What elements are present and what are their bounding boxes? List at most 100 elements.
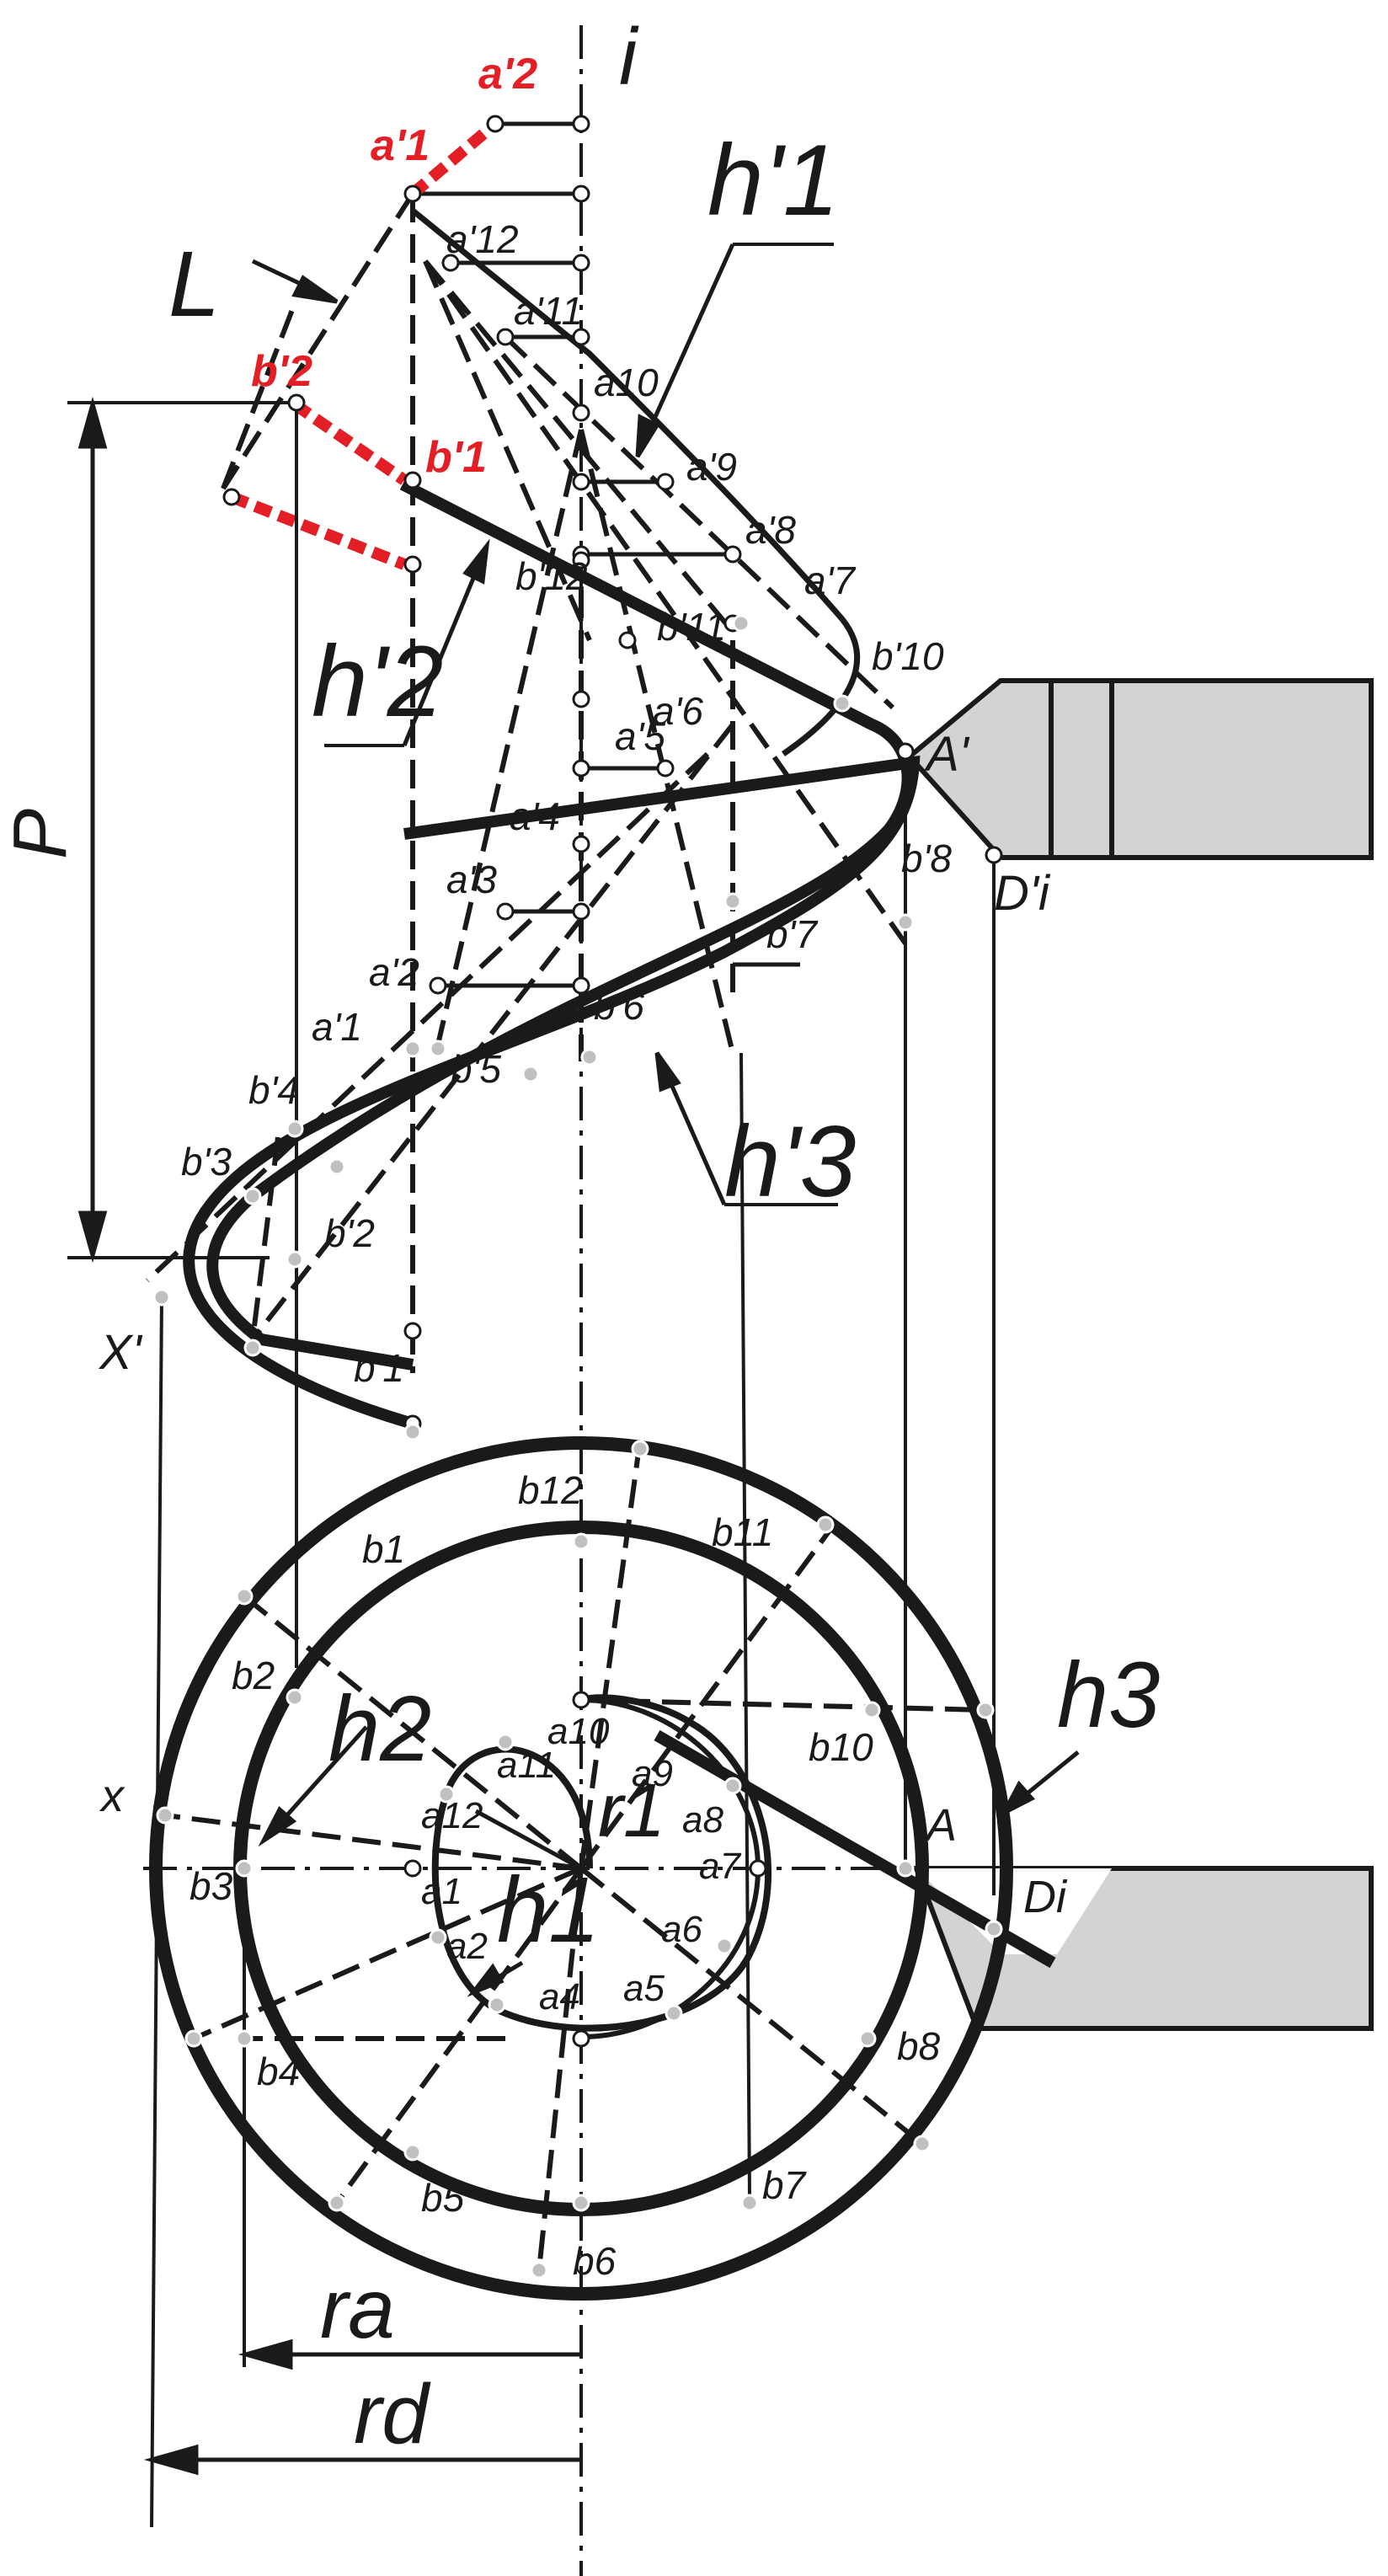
construction-point <box>496 328 515 346</box>
construction-point <box>328 2194 346 2212</box>
dimension-label-ra: ra <box>320 2262 395 2356</box>
construction-point <box>328 1157 346 1176</box>
label-b11: b11 <box>712 1510 773 1554</box>
construction-point <box>286 1688 304 1707</box>
label-a10: a10 <box>594 361 659 404</box>
cutting-tool-front <box>905 678 1374 860</box>
construction-point <box>572 976 590 995</box>
construction-point <box>403 1423 422 1441</box>
leader-lines <box>324 243 838 1206</box>
construction-point <box>572 1532 590 1551</box>
construction-point <box>235 2029 254 2048</box>
construction-point <box>749 1859 767 1878</box>
label-a9-prime: a'9 <box>686 445 737 489</box>
label-b2-prime: b'2 <box>324 1211 375 1255</box>
label-b11-prime: b'11 <box>657 605 726 649</box>
construction-point <box>631 1440 649 1458</box>
label-a12-prime: a'12 <box>446 217 519 261</box>
construction-point <box>429 1039 447 1058</box>
construction-point <box>976 1701 995 1719</box>
point-label-Di-prime: D'i <box>994 866 1051 921</box>
labels-layer: i L P h'1 h'2 h'3 A' D'i X' a'1 a'2 b'2 … <box>0 12 1160 2461</box>
point-label-Di: Di <box>1023 1872 1068 1922</box>
label-a5-prime: a'5 <box>615 714 665 758</box>
dimension-label-rd: rd <box>354 2367 431 2461</box>
construction-point <box>572 2029 590 2048</box>
label-a8: a8 <box>682 1799 723 1841</box>
point-label-x: x <box>99 1771 125 1821</box>
label-b12: b12 <box>518 1468 583 1512</box>
construction-point <box>985 1920 1003 1938</box>
radius-label-r1: r1 <box>598 1769 665 1853</box>
front-view-construction <box>145 192 908 1373</box>
label-a1-prime: a'1 <box>312 1005 362 1049</box>
construction-point <box>833 694 851 713</box>
label-a11-prime: a'11 <box>514 289 583 333</box>
label-a11: a11 <box>497 1745 556 1786</box>
construction-point <box>496 1733 515 1751</box>
construction-point <box>816 1515 835 1534</box>
construction-point <box>896 1859 915 1878</box>
construction-point <box>985 846 1003 864</box>
construction-point <box>580 1048 599 1066</box>
construction-point <box>496 902 515 921</box>
front-view-ticks <box>417 121 733 988</box>
top-view-construction <box>164 1440 986 2271</box>
construction-point <box>235 1859 254 1878</box>
label-b7: b7 <box>762 2163 807 2207</box>
construction-point <box>403 1322 422 1340</box>
construction-point <box>429 976 447 995</box>
label-b6: b6 <box>573 2239 617 2283</box>
label-a4: a4 <box>539 1976 580 2018</box>
construction-point <box>243 1339 262 1357</box>
construction-point <box>441 254 460 272</box>
construction-point <box>656 473 675 491</box>
construction-point <box>437 1785 456 1804</box>
label-a5: a5 <box>623 1968 665 2009</box>
label-a2: a2 <box>446 1926 488 1967</box>
curve-label-h3-prime: h'3 <box>724 1105 856 1218</box>
point-label-A-prime: A' <box>924 727 970 782</box>
points-layer <box>152 115 1003 2279</box>
label-b2: b2 <box>232 1654 275 1697</box>
red-label-a2: a'2 <box>478 50 537 99</box>
construction-point <box>740 2194 759 2212</box>
radius-dimensions <box>143 2338 581 2476</box>
construction-point <box>286 1250 304 1269</box>
label-a8-prime: a'8 <box>745 508 796 552</box>
curve-label-h3: h3 <box>1057 1643 1160 1747</box>
curve-label-h2: h2 <box>328 1677 431 1781</box>
construction-point <box>403 1859 422 1878</box>
label-a4-prime: a'4 <box>510 794 560 838</box>
construction-point <box>572 759 590 778</box>
curve-label-h1-prime: h'1 <box>707 124 839 237</box>
construction-point <box>235 1587 254 1606</box>
label-b1: b1 <box>362 1527 405 1571</box>
label-a7-prime: a'7 <box>804 558 856 602</box>
construction-point <box>488 1996 506 2014</box>
construction-point <box>572 184 590 203</box>
red-label-a1: a'1 <box>371 121 430 170</box>
construction-point <box>732 614 750 633</box>
red-label-b1: b'1 <box>425 433 487 482</box>
label-a12: a12 <box>421 1795 483 1836</box>
construction-point <box>723 1777 742 1795</box>
construction-point <box>572 835 590 853</box>
inner-spiral-h1 <box>431 1694 772 2032</box>
curve-label-h2-prime: h'2 <box>312 625 443 738</box>
label-a6-prime: a'6 <box>653 689 703 733</box>
pitch-label-P: P <box>0 809 83 859</box>
point-label-A: A <box>924 1800 957 1851</box>
construction-point <box>403 1039 422 1058</box>
construction-point <box>287 393 306 412</box>
construction-point <box>656 759 675 778</box>
label-b7-prime: b'7 <box>766 912 818 956</box>
label-b3: b3 <box>190 1864 233 1908</box>
construction-point <box>896 913 915 932</box>
construction-point <box>665 2004 683 2023</box>
construction-point <box>572 551 590 569</box>
pitch-dimension <box>77 396 108 1264</box>
construction-point <box>572 2194 590 2212</box>
